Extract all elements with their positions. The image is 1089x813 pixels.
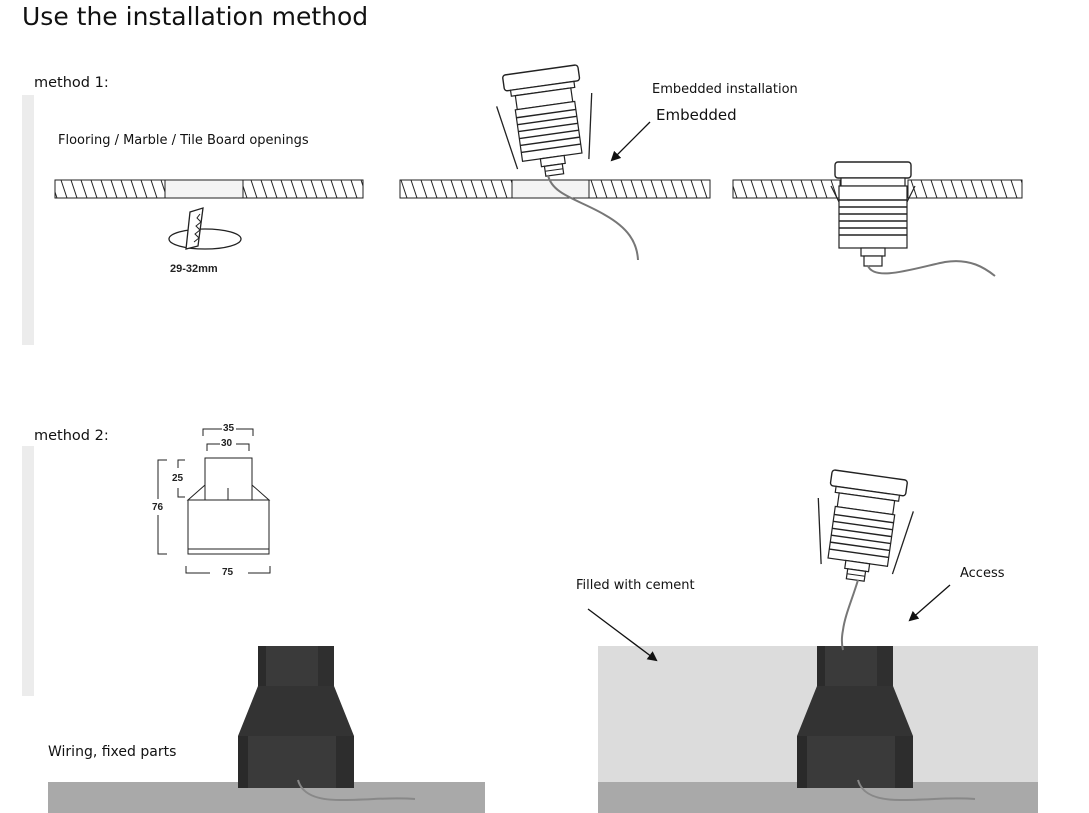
lamp-installed-method1 xyxy=(830,161,916,267)
arrow-access xyxy=(908,584,951,622)
dim-upper-height: 25 xyxy=(172,473,184,484)
hole-size-label: 29-32mm xyxy=(170,263,218,275)
hole-saw-icon xyxy=(168,207,242,250)
cable-sleeve-left xyxy=(297,779,416,802)
dim-total-height: 76 xyxy=(152,502,164,513)
cement-caption: Filled with cement xyxy=(576,578,695,593)
flooring-caption: Flooring / Marble / Tile Board openings xyxy=(58,133,309,148)
lamp-tilted-method2 xyxy=(816,469,914,586)
dim-top-outer: 35 xyxy=(223,423,235,434)
cable-sleeve-right xyxy=(857,779,976,802)
method1-side-bar xyxy=(22,95,34,345)
arrow-cement xyxy=(587,608,658,662)
cable-method2 xyxy=(840,579,859,651)
access-caption: Access xyxy=(960,566,1005,581)
method1-label: method 1: xyxy=(34,75,109,91)
embedded-installation-label: Embedded installation xyxy=(652,82,798,97)
board-embedding xyxy=(399,179,711,199)
board-with-opening xyxy=(54,179,364,199)
dim-base-width: 75 xyxy=(222,567,234,578)
method2-label: method 2: xyxy=(34,428,109,444)
cable-method1a xyxy=(547,174,639,261)
sleeve-left xyxy=(238,646,354,788)
wiring-caption: Wiring, fixed parts xyxy=(48,744,177,760)
page-title: Use the installation method xyxy=(22,2,369,31)
embedded-label: Embedded xyxy=(656,106,737,124)
cable-method1b xyxy=(867,260,996,277)
sleeve-dimension-drawing xyxy=(157,428,271,574)
method2-side-bar xyxy=(22,446,34,696)
arrow-embedded xyxy=(610,121,651,162)
board-installed xyxy=(732,179,1023,199)
lamp-tilted-method1 xyxy=(496,64,594,181)
dim-top-inner: 30 xyxy=(221,438,233,449)
